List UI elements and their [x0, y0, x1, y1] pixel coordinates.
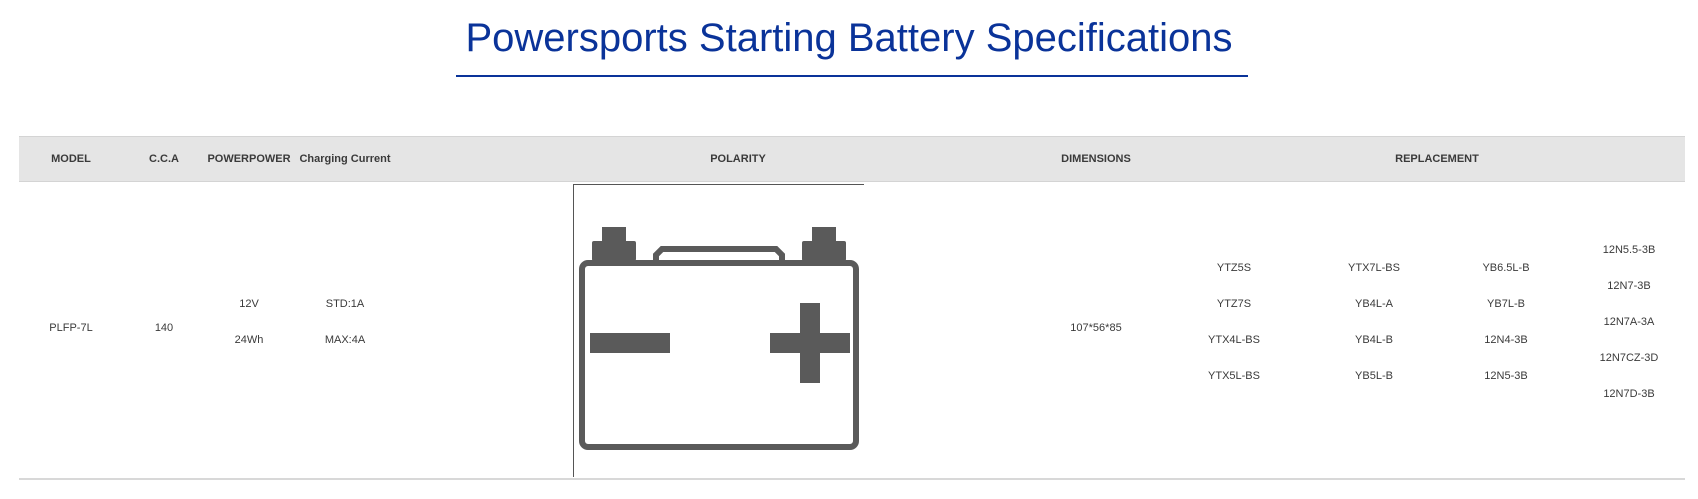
cell-charging-max: MAX:4A: [324, 334, 366, 346]
table-row: PLFP-7L 140 12V 24Wh STD:1A MAX:4A: [19, 182, 1685, 480]
title-underline: [456, 75, 1248, 77]
replacement-item: YB4L-A: [1355, 298, 1393, 310]
replacement-item: 12N5.5-3B: [1602, 244, 1656, 256]
cell-power: 12V 24Wh: [205, 286, 293, 358]
replacement-item: YTX5L-BS: [1208, 370, 1260, 382]
header-polarity: POLARITY: [710, 153, 766, 165]
replacement-item: 12N7-3B: [1607, 280, 1651, 292]
replacement-item: YB5L-B: [1355, 370, 1393, 382]
spec-table: MODEL C.C.A POWERPOWER Charging Current …: [19, 136, 1685, 480]
replacement-item: YB6.5L-B: [1482, 262, 1530, 274]
replacement-item: YTZ5S: [1216, 262, 1252, 274]
polarity-image: [573, 184, 864, 477]
replacement-column-2: YTX7L-BS YB4L-A YB4L-B YB5L-B: [1319, 250, 1429, 394]
header-cca: C.C.A: [149, 153, 179, 165]
replacement-item: 12N7D-3B: [1603, 388, 1655, 400]
cell-charging-std: STD:1A: [325, 298, 365, 310]
header-power: POWERPOWER: [207, 153, 291, 165]
replacement-column-3: YB6.5L-B YB7L-B 12N4-3B 12N5-3B: [1451, 250, 1561, 394]
replacement-column-4: 12N5.5-3B 12N7-3B 12N7A-3A 12N7CZ-3D 12N…: [1579, 232, 1679, 412]
table-header: MODEL C.C.A POWERPOWER Charging Current …: [19, 136, 1685, 182]
header-model: MODEL: [51, 153, 91, 165]
header-replacement: REPLACEMENT: [1395, 153, 1479, 165]
page-title: Powersports Starting Battery Specificati…: [465, 16, 1233, 60]
header-charging-current: Charging Current: [299, 153, 391, 165]
replacement-item: 12N4-3B: [1484, 334, 1528, 346]
replacement-item: 12N7CZ-3D: [1599, 352, 1659, 364]
replacement-item: YTX7L-BS: [1348, 262, 1400, 274]
battery-polarity-icon: [579, 227, 859, 450]
replacement-item: 12N7A-3A: [1603, 316, 1655, 328]
header-dimensions: DIMENSIONS: [1061, 153, 1131, 165]
replacement-column-1: YTZ5S YTZ7S YTX4L-BS YTX5L-BS: [1179, 250, 1289, 394]
cell-power-voltage: 12V: [239, 298, 259, 310]
replacement-item: YTZ7S: [1216, 298, 1252, 310]
cell-cca: 140: [154, 322, 174, 334]
replacement-item: 12N5-3B: [1484, 370, 1528, 382]
replacement-item: YB4L-B: [1355, 334, 1393, 346]
replacement-item: YTX4L-BS: [1208, 334, 1260, 346]
cell-dimensions: 107*56*85: [1070, 322, 1122, 334]
cell-model: PLFP-7L: [49, 322, 93, 334]
cell-power-energy: 24Wh: [234, 334, 264, 346]
cell-charging-current: STD:1A MAX:4A: [293, 286, 397, 358]
replacement-item: YB7L-B: [1487, 298, 1525, 310]
